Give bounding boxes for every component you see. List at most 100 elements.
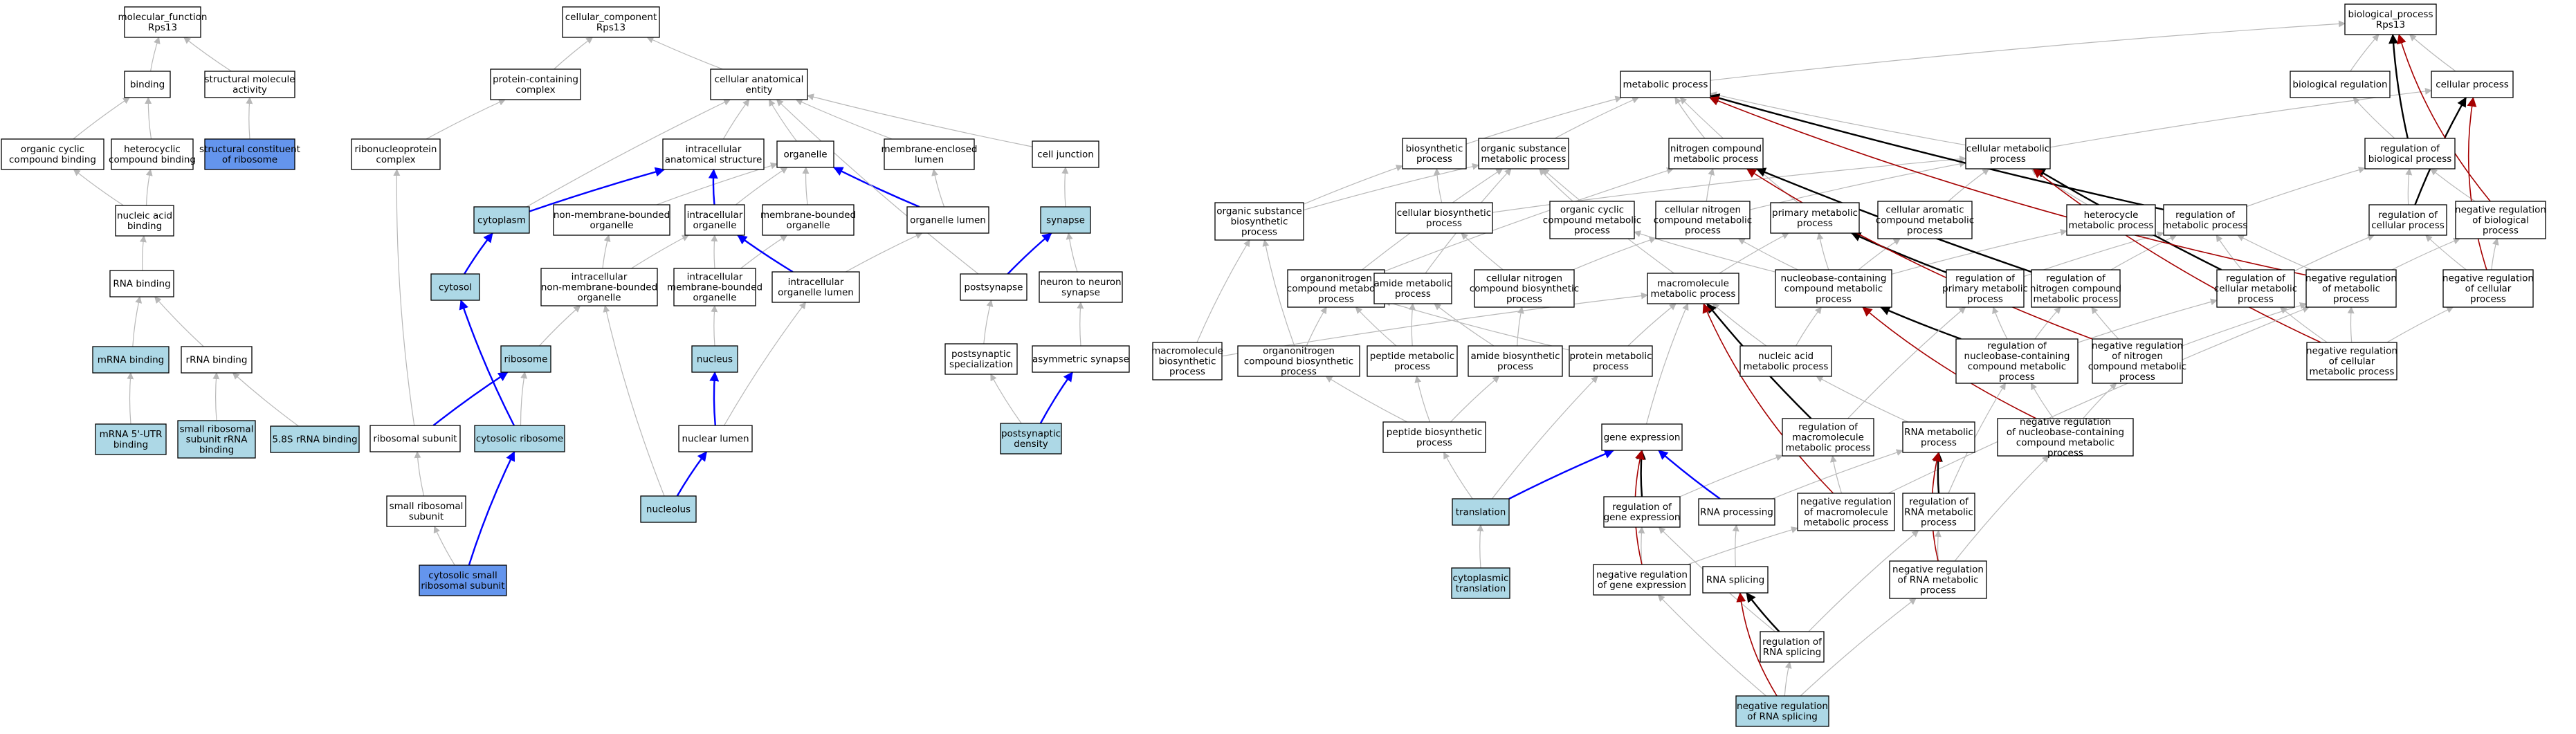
edge-reg_nucleobase-to-reg_nit <box>2034 306 2061 340</box>
edge-organonit_met-to-nitrogen_met <box>1384 167 1674 272</box>
edge-cytoplasm-to-intra_anat <box>529 167 666 212</box>
node-label: metabolic process <box>1623 80 1708 91</box>
node-box <box>1902 493 1975 531</box>
node-label: organelle <box>693 293 736 304</box>
node-label: ribonucleoprotein <box>355 144 437 155</box>
edge-organonit_bio-to-organonit_met <box>1306 306 1327 347</box>
node-label: regulation of <box>1955 273 2016 284</box>
node-box <box>2216 269 2295 308</box>
edge-reg_cell-to-reg_bio <box>2405 168 2413 205</box>
edge-ribosome-to-intra_nmb_organelle <box>538 305 581 347</box>
node-label: cellular process <box>2371 220 2445 231</box>
node-box <box>1402 138 1467 169</box>
node-label: organelle lumen <box>778 287 854 298</box>
node-box <box>1603 496 1681 528</box>
node-cytosol: cytosol <box>430 273 480 301</box>
node-label: of cellular <box>2465 284 2512 295</box>
node-label: of RNA metabolic <box>1897 575 1978 586</box>
node-ribosome: ribosome <box>500 345 551 373</box>
node-label: compound binding <box>9 154 96 165</box>
node-box <box>2431 71 2514 98</box>
edge-neg_reg_gene_expr-to-reg_gene_expr <box>1638 526 1645 565</box>
node-label: organelle <box>590 220 633 231</box>
node-metabolic: metabolic process <box>1620 71 1711 98</box>
node-label: translation <box>1456 583 1506 594</box>
edge-neg_reg_cell-to-reg_cell <box>2425 235 2467 270</box>
node-label: postsynaptic <box>1001 428 1061 439</box>
edge-cell_met-to-metabolic <box>1710 91 1966 146</box>
node-label: nucleobase-containing <box>1964 351 2070 362</box>
edge-cytosolic_ribosome-to-ribosome <box>520 371 528 426</box>
edge-rna_processing-to-rna_met <box>1772 449 1903 499</box>
edge-cyto_small_subunit-to-cytosolic_ribosome <box>468 451 515 566</box>
node-label: RNA splicing <box>1763 647 1821 658</box>
node-box <box>1877 201 1973 239</box>
edge-mrna5_binding-to-mrna_binding <box>127 372 134 425</box>
node-label: ribosomal subunit <box>373 434 457 445</box>
edge-neg_reg_cell_met-to-neg_reg_cell <box>2386 306 2454 343</box>
node-organelle: organelle <box>776 140 834 168</box>
node-box <box>181 346 253 374</box>
node-label: intracellular <box>687 272 743 283</box>
node-box <box>1997 418 2134 457</box>
node-label: organonitrogen <box>1263 346 1335 357</box>
node-label: cellular biosynthetic <box>1397 208 1491 219</box>
edge-amide_bio-to-amide_met <box>1434 303 1495 347</box>
edge-bio_reg-to-bp <box>2350 34 2379 72</box>
edge-organelle_lumen-to-organelle <box>833 166 920 208</box>
node-box <box>2442 269 2534 308</box>
node-box <box>95 423 167 455</box>
node-label: process <box>1593 361 1629 372</box>
node-cytoplasm: cytoplasm <box>473 206 530 234</box>
node-rna_binding: RNA binding <box>109 270 174 297</box>
edge-rna_binding-to-nucleic_binding <box>139 235 147 271</box>
edge-neg_reg_nit-to-neg_reg_met <box>2182 302 2307 347</box>
edge-neg_reg_nucleobase-to-neg_reg_nit <box>2083 383 2117 419</box>
edge-neg_reg_macro-to-macro_met <box>1702 303 1834 494</box>
node-ribosomal_subunit: ribosomal subunit <box>369 425 461 452</box>
edge-cyto_small_subunit-to-small_subunit <box>433 526 455 566</box>
node-box <box>673 268 756 306</box>
node-box <box>944 343 1018 375</box>
node-label: nucleic acid <box>117 210 172 221</box>
node-label: negative regulation <box>1892 565 1984 576</box>
node-box <box>771 271 860 303</box>
node-label: membrane-bounded <box>667 282 762 293</box>
node-box <box>562 6 660 38</box>
node-label: of gene expression <box>1598 580 1686 591</box>
node-label: peptide biosynthetic <box>1387 427 1482 438</box>
edge-cellular_process-to-bp <box>2409 34 2456 72</box>
node-label: regulation of <box>1612 502 1672 513</box>
edge-rna_met-to-nucleic_met <box>1816 376 1909 423</box>
edge-neg_reg_gene_expr-to-neg_reg_macro <box>1687 526 1798 565</box>
edge-neg_reg_nucleobase-to-reg_nucleobase <box>2030 383 2054 419</box>
node-box <box>2344 3 2437 35</box>
edge-neg_reg_met-to-metabolic <box>1708 96 2307 276</box>
edge-asym_synapse-to-neuron_synapse <box>1077 302 1084 347</box>
node-label: process <box>1426 218 1462 229</box>
edge-neg_reg_rna_splicing-to-neg_reg_gene_expr <box>1657 594 1766 697</box>
node-box <box>884 138 975 170</box>
node-cell_junction: cell junction <box>1032 140 1099 168</box>
node-label: process <box>1497 361 1533 372</box>
node-label: macromolecule <box>1792 432 1864 443</box>
edge-macro_met-to-primary_met <box>1719 232 1789 274</box>
node-label: cellular nitrogen <box>1665 205 1741 216</box>
node-label: non-membrane-bounded <box>554 210 670 221</box>
